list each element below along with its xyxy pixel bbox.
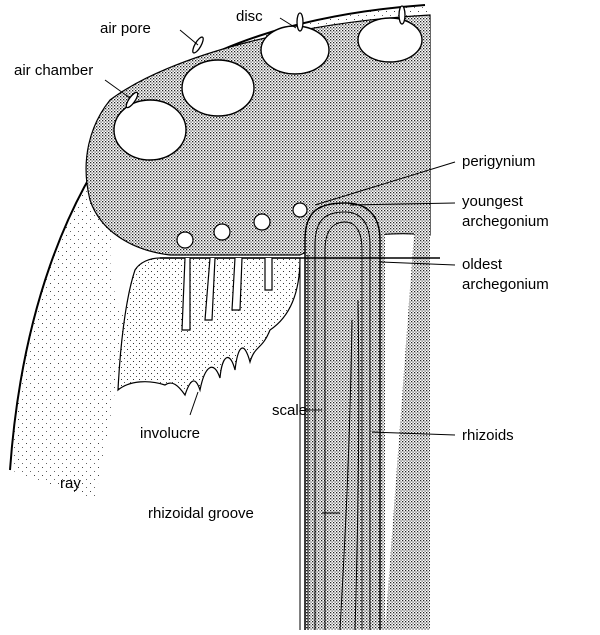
archegonium — [265, 258, 272, 290]
label-ray: ray — [60, 475, 81, 492]
air-chamber — [182, 60, 254, 116]
archegonium-venter — [214, 224, 230, 240]
label-rhizoidal-groove: rhizoidal groove — [148, 505, 254, 522]
archegonium-venter — [177, 232, 193, 248]
air-chamber — [114, 100, 186, 160]
stalk — [305, 200, 385, 630]
label-involucre: involucre — [140, 425, 200, 442]
archegonium-venter — [293, 203, 307, 217]
label-oldest-archegonium-2: archegonium — [462, 276, 549, 293]
air-pore — [399, 6, 405, 24]
air-pore — [297, 13, 303, 31]
archegonium-venter — [254, 214, 270, 230]
label-disc: disc — [236, 8, 263, 25]
label-air-chamber: air chamber — [14, 62, 93, 79]
air-chamber — [261, 26, 329, 74]
label-oldest-archegonium-1: oldest — [462, 256, 502, 273]
label-rhizoids: rhizoids — [462, 427, 514, 444]
label-youngest-archegonium-2: archegonium — [462, 213, 549, 230]
label-perigynium: perigynium — [462, 153, 535, 170]
label-air-pore: air pore — [100, 20, 151, 37]
label-youngest-archegonium-1: youngest — [462, 193, 523, 210]
air-chamber — [358, 18, 422, 62]
label-scale: scale — [272, 402, 307, 419]
